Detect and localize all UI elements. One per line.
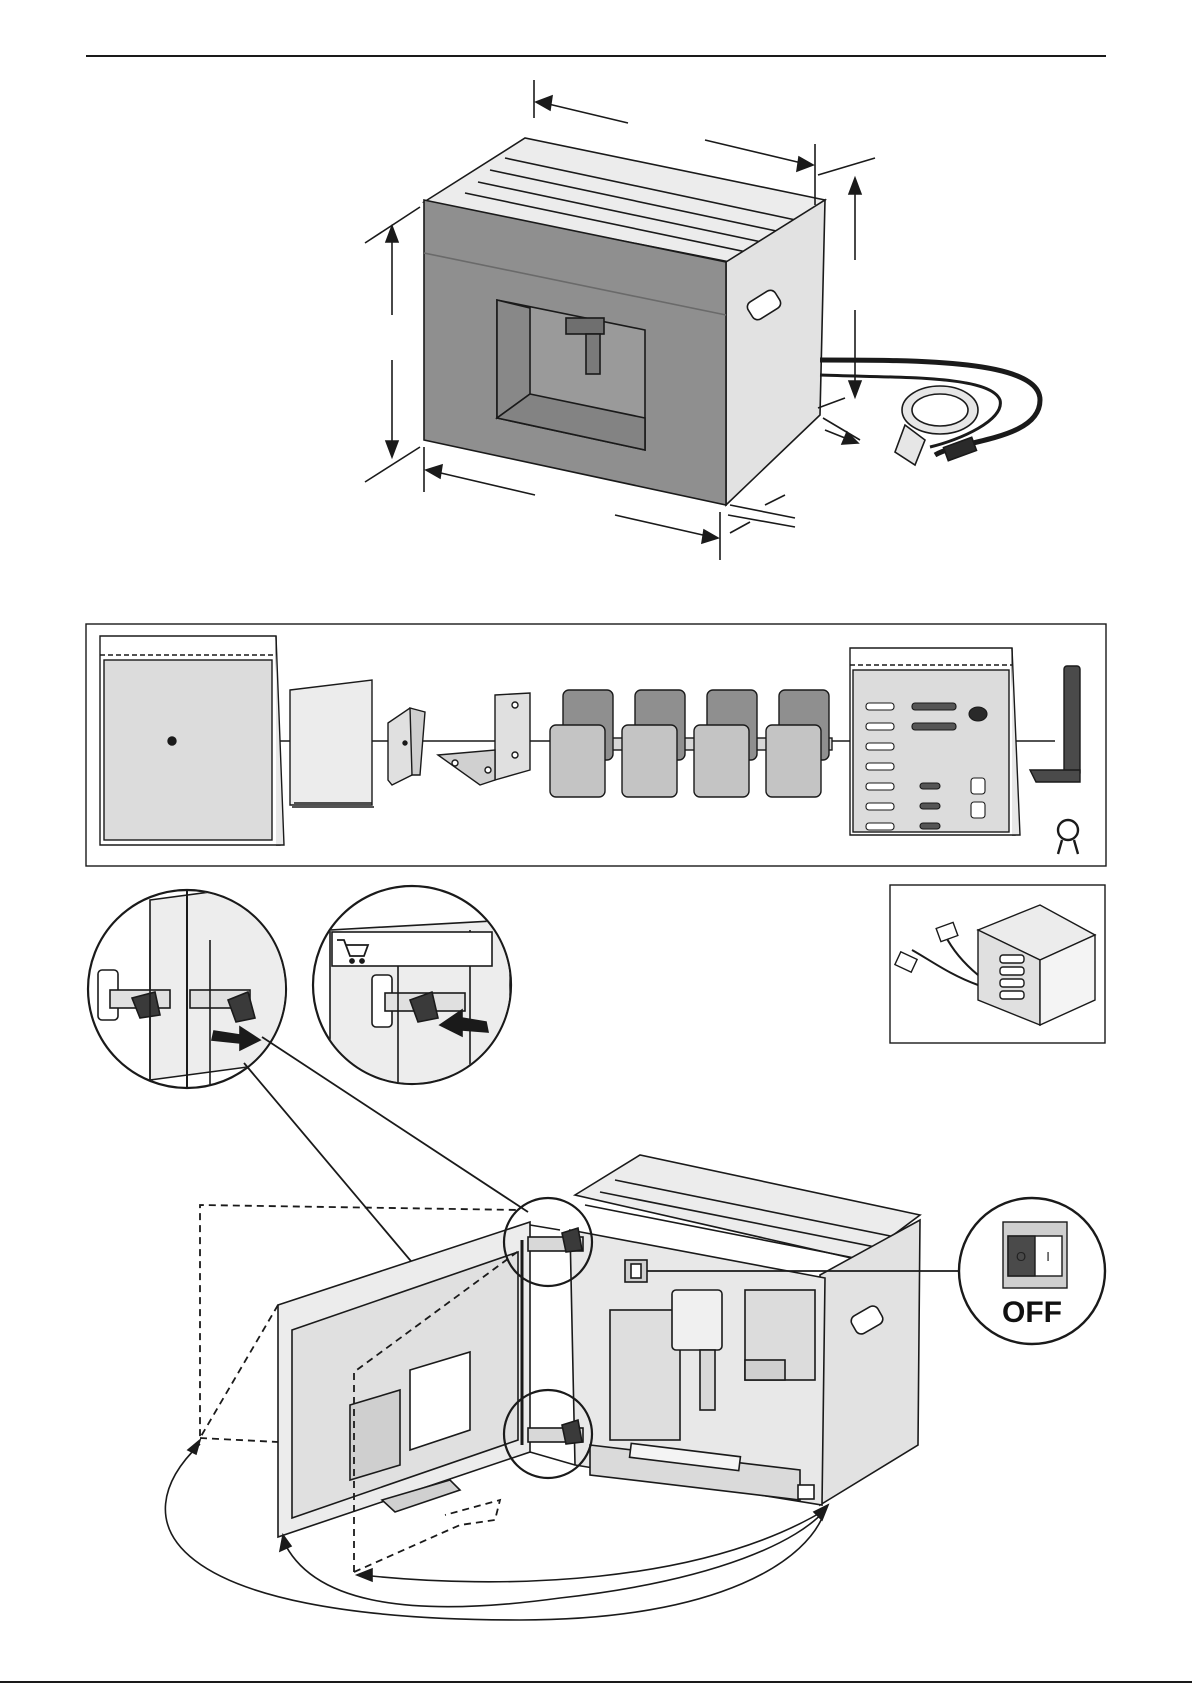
mounting-bracket-small <box>388 708 425 785</box>
switch-symbol-on: I <box>1046 1249 1050 1264</box>
open-appliance-view <box>165 1155 920 1620</box>
hinge-release-detail <box>88 880 300 1092</box>
power-unit-panel <box>890 885 1105 1043</box>
hinge-lock-detail <box>313 886 511 1090</box>
power-switch-icon: O I <box>1008 1236 1062 1276</box>
instruction-booklet <box>290 680 374 807</box>
screw-bag <box>850 648 1020 835</box>
spare-part-label-box <box>332 932 492 966</box>
document-bag <box>100 636 284 845</box>
coffee-spout <box>566 318 604 334</box>
appliance-dimension-view <box>365 80 1040 560</box>
switch-symbol-off: O <box>1016 1249 1026 1264</box>
accessories-panel <box>86 624 1106 866</box>
off-label: OFF <box>1002 1296 1062 1329</box>
appliance-body-side <box>820 1220 920 1505</box>
